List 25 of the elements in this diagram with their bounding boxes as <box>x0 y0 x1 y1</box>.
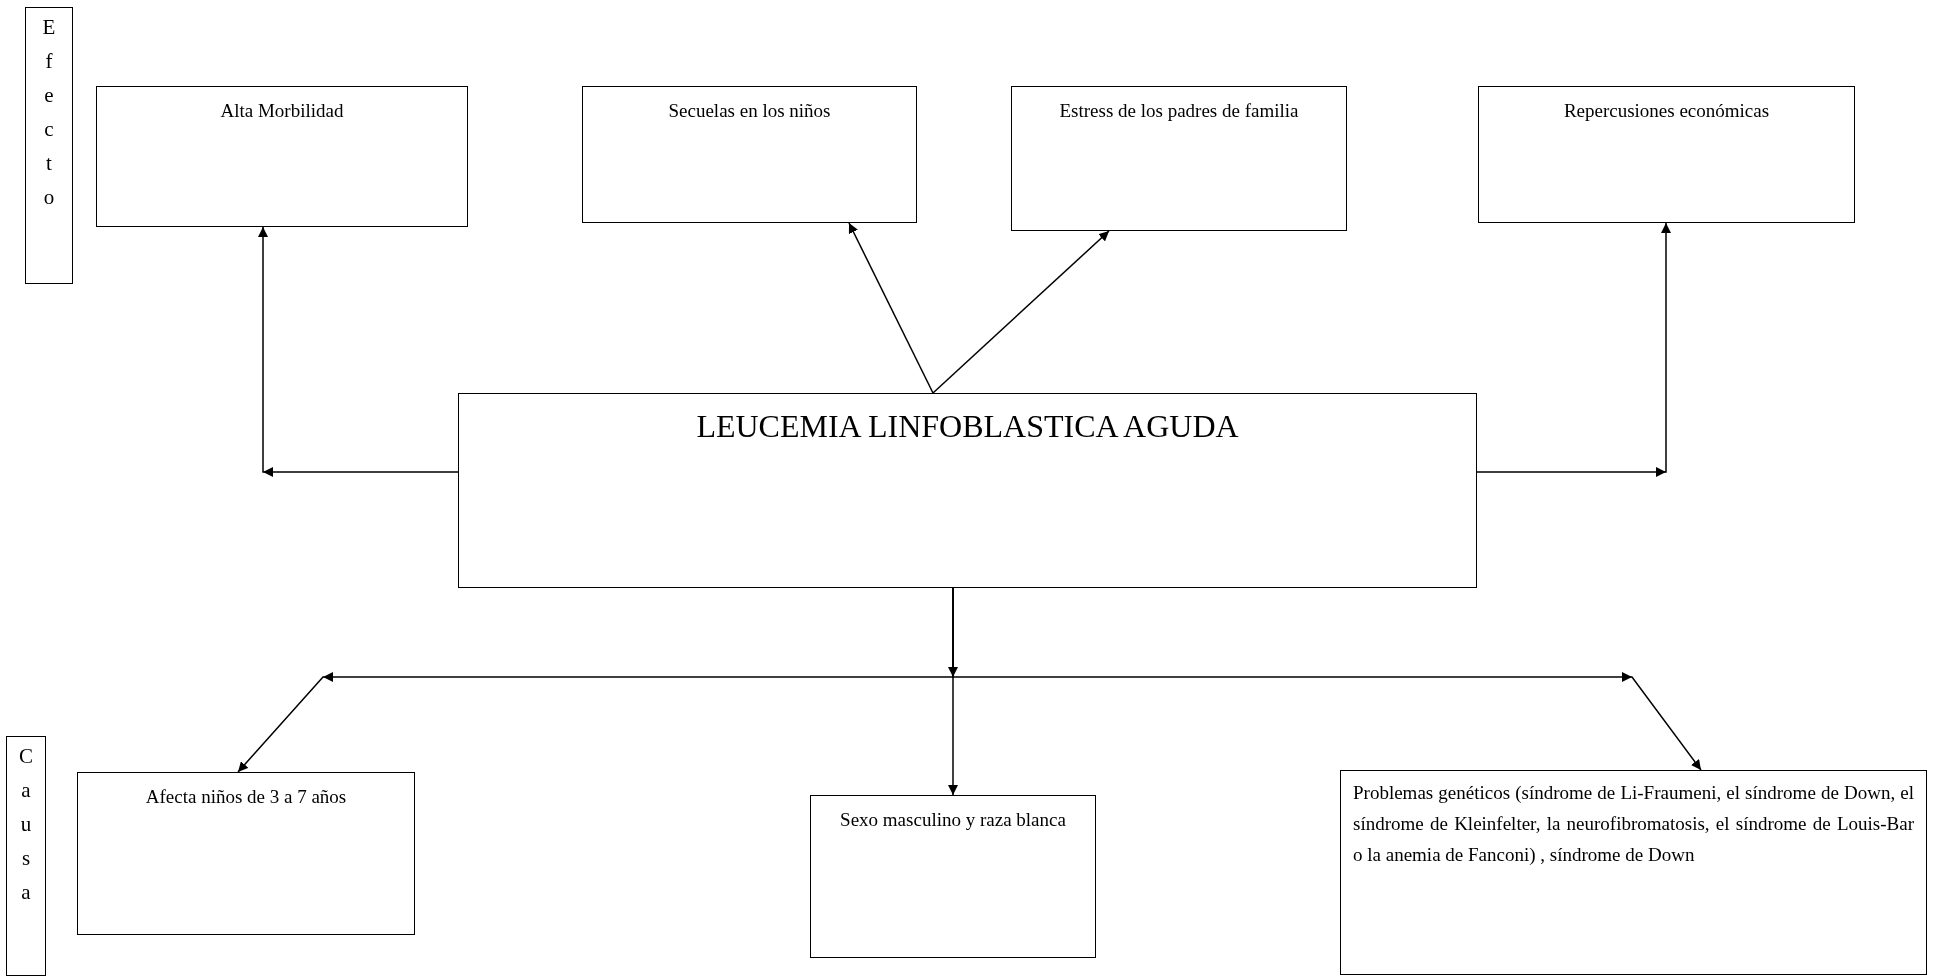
arrow <box>1476 222 1671 473</box>
box-text: LEUCEMIA LINFOBLASTICA AGUDA <box>695 407 1240 446</box>
text-box <box>582 86 917 223</box>
text-box <box>77 772 415 935</box>
box-text: Afecta niños de 3 a 7 años <box>144 785 348 809</box>
arrow <box>952 587 1702 771</box>
vertical-label: Efecto <box>41 14 57 211</box>
side-label-box <box>6 736 46 976</box>
box-text: Problemas genéticos (síndrome de Li-Fraumeni, el síndrome de Down, el síndrome de Kleinfelter, la neurofibromatosis, el síndrome de Louis-Bar o la anemia de Fanconi) , síndrome de Down <box>1352 781 1915 867</box>
box-text: Sexo masculino y raza blanca <box>839 808 1067 832</box>
arrow <box>932 230 1110 394</box>
arrow <box>258 226 459 473</box>
text-box <box>96 86 468 227</box>
arrow <box>848 222 934 394</box>
text-box <box>1478 86 1855 223</box>
side-label-box <box>25 7 73 284</box>
problem-box <box>458 393 1477 588</box>
text-box <box>1340 770 1927 975</box>
box-text: Alta Morbilidad <box>219 99 345 123</box>
box-text: Repercusiones económicas <box>1562 99 1771 123</box>
text-box <box>1011 86 1347 231</box>
text-box <box>810 795 1096 958</box>
box-text: Secuelas en los niños <box>667 99 832 123</box>
vertical-label: Causa <box>18 743 34 906</box>
box-text: Estress de los padres de familia <box>1058 99 1300 123</box>
